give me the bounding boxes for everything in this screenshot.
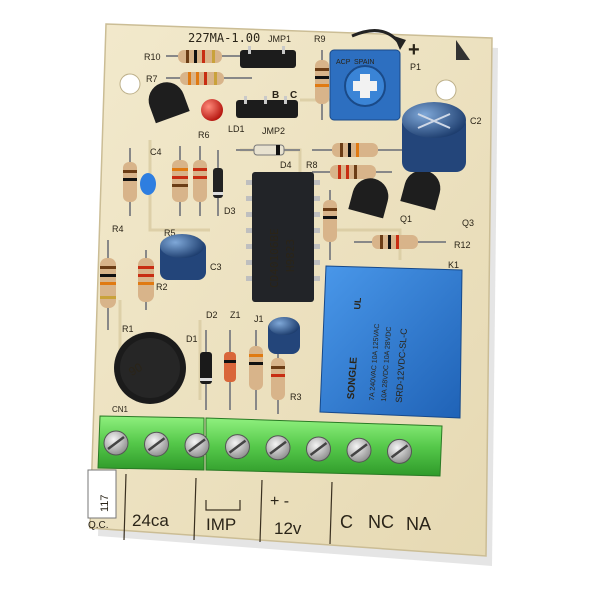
resistor-r2 <box>138 250 154 310</box>
diode-d3 <box>213 150 223 216</box>
relay-brand: SONGLE <box>346 356 360 399</box>
d1-label: D1 <box>186 334 198 344</box>
led-ld1 <box>201 99 223 121</box>
ic-date-code: H9823 <box>284 239 297 272</box>
terminal-screw-7[interactable] <box>346 437 372 463</box>
r5-label: R5 <box>164 228 176 238</box>
terminal-label-polarity: + - <box>270 493 289 510</box>
jumper-jmp1[interactable] <box>240 46 296 68</box>
terminal-label-imp: IMP <box>206 515 236 534</box>
q1-label: Q1 <box>400 214 412 224</box>
terminal-screw-1[interactable] <box>103 430 129 456</box>
j1-label: J1 <box>254 314 264 324</box>
d3-label: D3 <box>224 206 236 216</box>
terminal-screw-6[interactable] <box>306 436 331 462</box>
diode-d1 <box>200 330 212 410</box>
z1-label: Z1 <box>230 310 241 320</box>
transistor-q3 <box>400 170 441 211</box>
terminal-label-nc: NC <box>368 512 394 532</box>
jmp2-b-label: B <box>272 90 279 101</box>
terminal-label-na: NA <box>406 514 431 534</box>
r1-label: R1 <box>122 324 134 334</box>
terminal-label-12v: 12v <box>274 519 302 538</box>
qc-sticker: 117 Q.C. <box>87 469 117 531</box>
trimmer-country: SPAIN <box>354 59 375 66</box>
capacitor-small <box>268 317 300 354</box>
capacitor-value: 90 <box>126 360 145 379</box>
p1-label: P1 <box>410 62 421 72</box>
trimmer-brand: ACP <box>336 59 351 66</box>
resistor-r12 <box>354 235 446 249</box>
terminal-label-c: C <box>340 512 353 532</box>
r7-label: R7 <box>146 74 158 84</box>
resistor-group-mid <box>123 146 337 260</box>
ic-cd40106: CD40106BE H9823 <box>246 172 320 302</box>
arrowhead-icon <box>394 36 406 50</box>
cn1-label: CN1 <box>112 405 129 414</box>
terminal-screw-5[interactable] <box>265 435 291 461</box>
terminal-screw-3[interactable] <box>184 432 210 458</box>
resistor-r7 <box>166 72 252 85</box>
ld1-label: LD1 <box>228 124 245 134</box>
r10-label: R10 <box>144 52 161 62</box>
resistor-r4 <box>100 240 116 330</box>
relay-ul-mark: UL <box>352 297 363 310</box>
r6-label: R6 <box>198 130 210 140</box>
terminal-label-strip: 24ca IMP + - 12v C NC NA <box>123 473 431 545</box>
resistor-r8-bottom <box>312 165 392 179</box>
terminal-screws <box>103 430 412 464</box>
capacitor-c4 <box>140 173 156 195</box>
capacitor-c3 <box>160 234 206 280</box>
jmp2-label: JMP2 <box>262 126 285 136</box>
r12-label: R12 <box>454 240 471 250</box>
r3-label: R3 <box>290 392 302 402</box>
capacitor-large-black: 90 <box>114 332 186 404</box>
r2-label: R2 <box>156 282 168 292</box>
jumper-jmp2[interactable] <box>236 96 298 118</box>
q3-label: Q3 <box>462 218 474 228</box>
k1-label: K1 <box>448 260 459 270</box>
r8-label: R8 <box>306 160 318 170</box>
terminal-screw-4[interactable] <box>225 434 250 460</box>
d2-label: D2 <box>206 310 218 320</box>
jmp1-label: JMP1 <box>268 34 291 44</box>
relay-k1: SONGLE 7A 240VAC 10A 125VAC 10A 28VDC 10… <box>319 265 463 419</box>
terminal-screw-8[interactable] <box>387 438 412 464</box>
qc-number: 117 <box>99 494 111 512</box>
ic-part-number: CD40106BE <box>268 228 281 288</box>
zener-z1 <box>224 330 236 410</box>
r9-label: R9 <box>314 34 326 44</box>
c2-label: C2 <box>470 116 482 126</box>
qc-label: Q.C. <box>88 520 109 531</box>
mounting-hole-right <box>435 79 457 101</box>
d4-label: D4 <box>280 160 292 170</box>
corner-marker-icon <box>456 40 470 60</box>
terminal-label-24ca: 24ca <box>132 511 169 530</box>
board-model-label: 227MA-1.00 <box>188 31 260 45</box>
diode-d4 <box>236 144 300 156</box>
capacitor-c2 <box>402 102 466 172</box>
terminal-screw-2[interactable] <box>144 431 169 457</box>
transistor-q1 <box>348 178 389 219</box>
r4-label: R4 <box>112 224 124 234</box>
resistor-r9 <box>315 50 329 120</box>
mounting-hole-left <box>119 73 141 95</box>
resistor-group-low <box>249 330 285 414</box>
transistor-top <box>148 82 190 124</box>
jmp2-c-label: C <box>290 90 297 101</box>
resistor-r8-top <box>312 143 402 157</box>
c4-label: C4 <box>150 147 162 157</box>
c3-label: C3 <box>210 262 222 272</box>
trimmer-p1[interactable]: ACP SPAIN <box>329 49 401 121</box>
plus-label: + <box>408 39 420 61</box>
